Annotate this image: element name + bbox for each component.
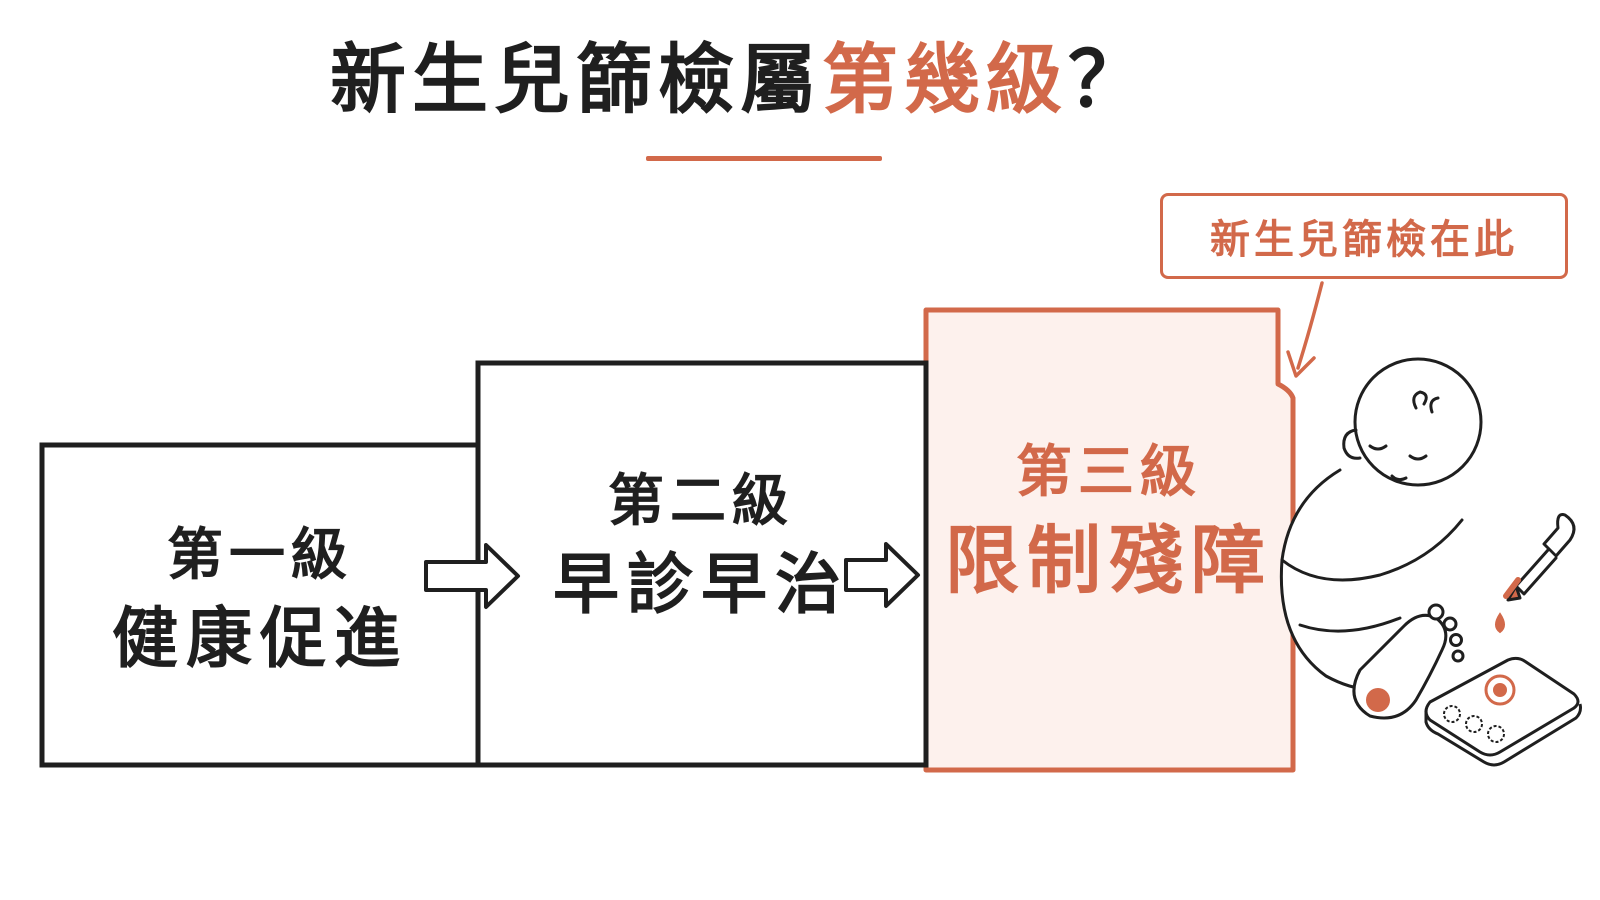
step-name: 健康促進 bbox=[112, 600, 408, 678]
step-3: 第三級 限制殘障 bbox=[926, 310, 1292, 760]
title-suffix: ？ bbox=[1068, 35, 1150, 124]
step-2: 第二級 早診早治 bbox=[478, 366, 924, 761]
title-prefix: 新生兒篩檢屬 bbox=[330, 35, 822, 124]
callout-text: 新生兒篩檢在此 bbox=[1210, 217, 1518, 263]
heel-prick-dot bbox=[1366, 688, 1390, 712]
step-1: 第一級 健康促進 bbox=[42, 445, 478, 761]
callout-pointer-arrow-icon bbox=[1286, 281, 1324, 378]
blood-drop-icon bbox=[1495, 612, 1505, 634]
step-name: 早診早治 bbox=[553, 545, 849, 623]
step-level: 第二級 bbox=[608, 468, 794, 534]
step-level: 第三級 bbox=[1016, 439, 1202, 505]
right-arrow-icon bbox=[844, 542, 920, 608]
dropper-icon bbox=[1503, 513, 1576, 602]
page-title: 新生兒篩檢屬第幾級？ bbox=[0, 38, 1480, 122]
title-underline bbox=[646, 156, 882, 161]
baby-icon bbox=[1279, 357, 1483, 720]
test-card-icon bbox=[1424, 656, 1582, 767]
step-name: 限制殘障 bbox=[945, 517, 1273, 604]
step-level: 第一級 bbox=[167, 523, 353, 589]
right-arrow-icon bbox=[424, 543, 520, 609]
callout-box: 新生兒篩檢在此 bbox=[1160, 193, 1568, 279]
title-highlight: 第幾級 bbox=[822, 35, 1068, 124]
